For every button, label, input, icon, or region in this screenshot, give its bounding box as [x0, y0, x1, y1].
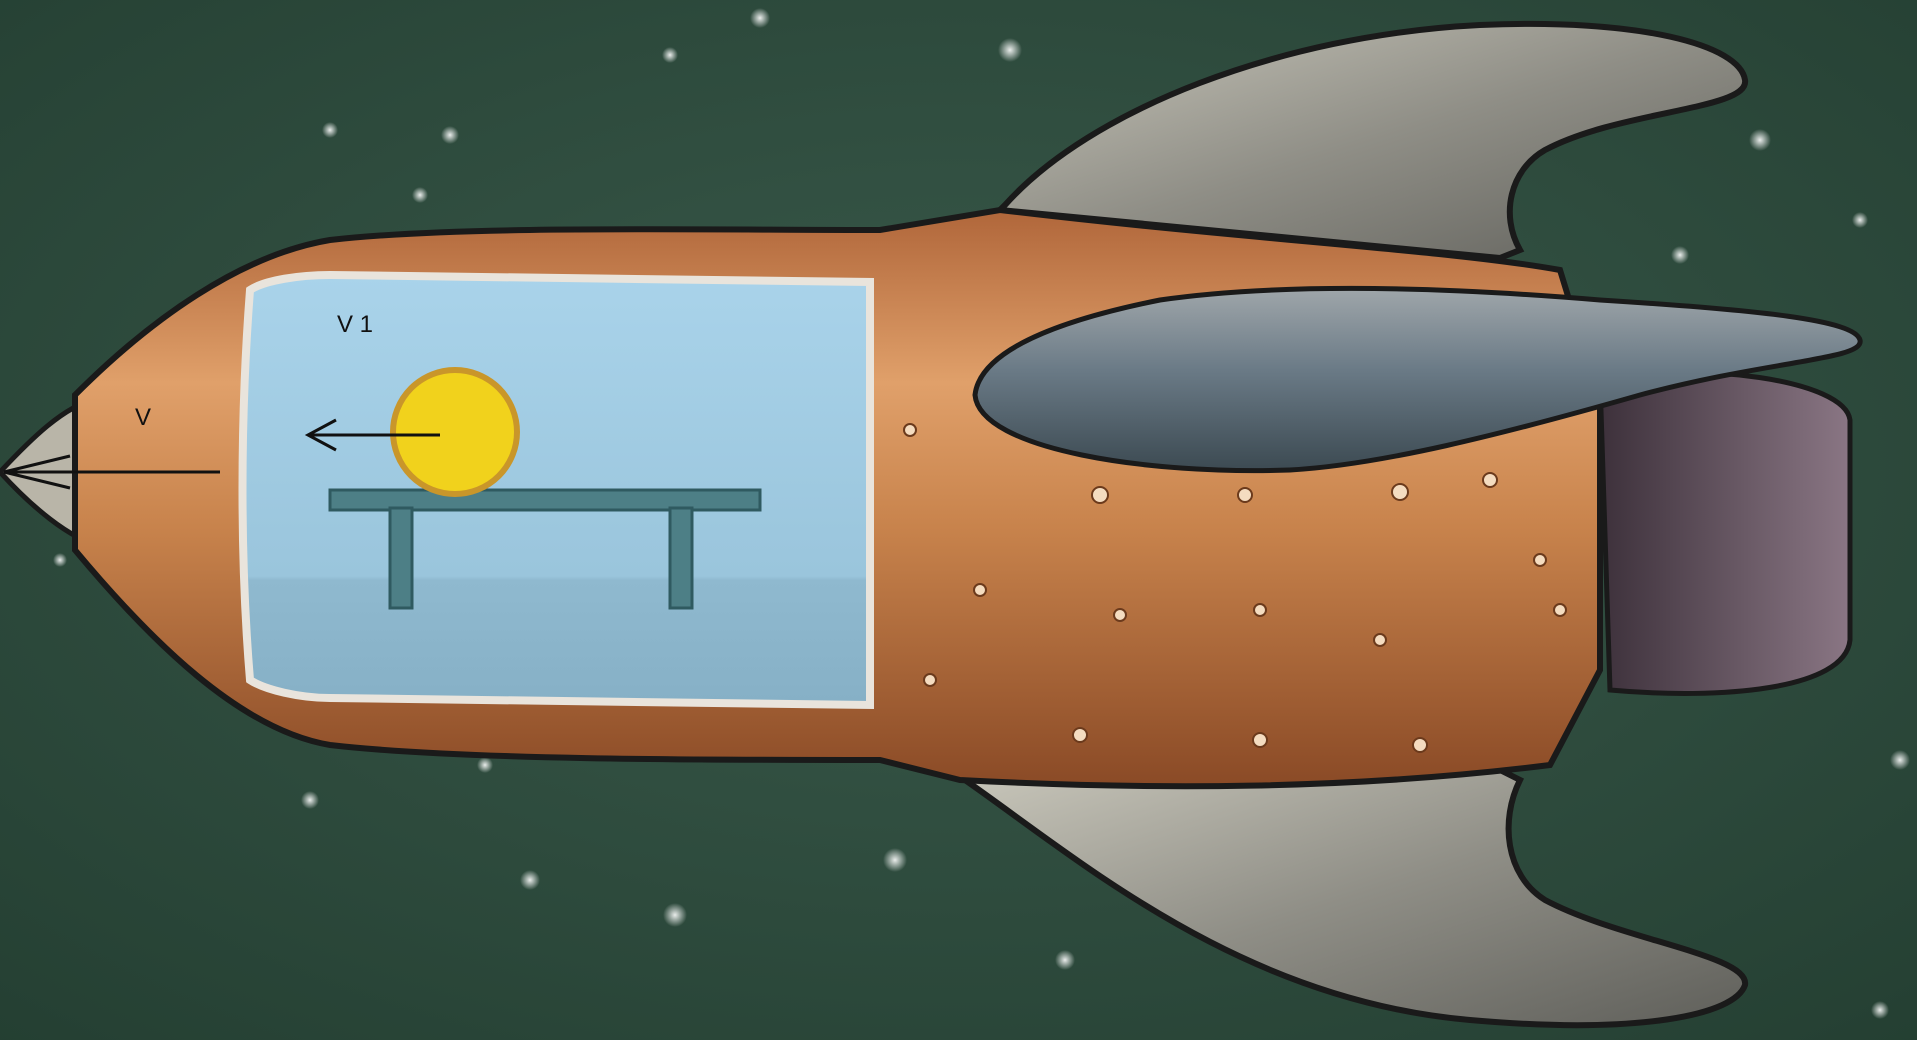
- rocket-velocity-label: V: [135, 404, 151, 431]
- table-leg-left: [390, 508, 412, 608]
- ball: [393, 370, 517, 494]
- ball-velocity-label: V 1: [337, 311, 373, 338]
- exhaust-nozzle: [1590, 372, 1850, 693]
- table-leg-right: [670, 508, 692, 608]
